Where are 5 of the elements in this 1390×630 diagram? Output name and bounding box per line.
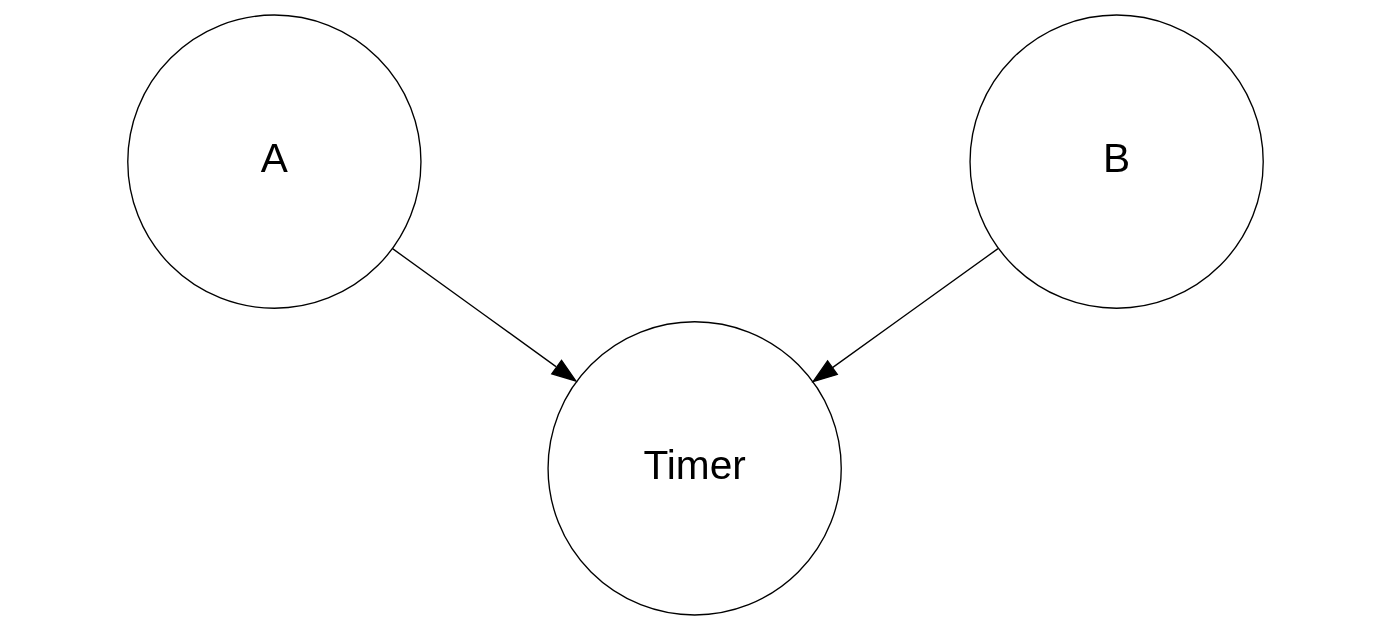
node-circle: B [968, 14, 1264, 309]
arrow [391, 247, 578, 383]
arrow [811, 247, 999, 383]
node-circle: Timer [546, 321, 842, 616]
node-circle: A [126, 14, 422, 309]
